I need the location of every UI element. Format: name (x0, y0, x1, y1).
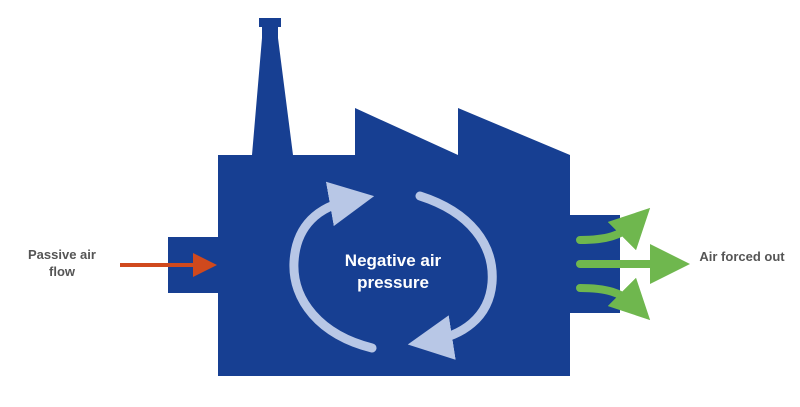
inflow-label: Passive air flow (28, 247, 96, 279)
negative-pressure-label: Negative air pressure (344, 251, 442, 292)
circulation-arrow-right (407, 191, 497, 360)
chimney (252, 27, 293, 155)
outflow-arrows (576, 207, 690, 321)
outflow-arrow-up-icon (576, 207, 651, 251)
outflow-arrow-down-icon (576, 277, 651, 321)
factory-icon (168, 18, 620, 376)
circulation-arrow-left (289, 181, 377, 353)
circular-arrows-icon (289, 181, 497, 360)
chimney-cap (259, 18, 281, 27)
outflow-label: Air forced out (699, 249, 785, 264)
